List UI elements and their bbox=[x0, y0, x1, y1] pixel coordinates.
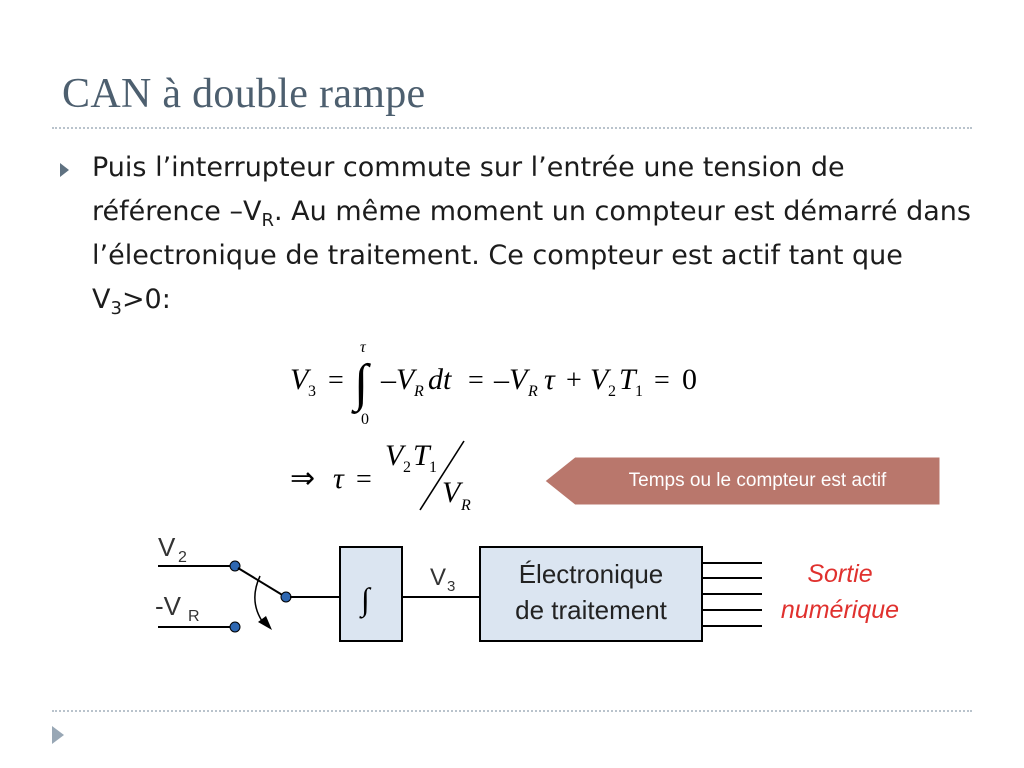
eq2-den-v: V bbox=[442, 476, 464, 509]
processing-line1: Électronique bbox=[519, 559, 664, 589]
eq1-term1: –V bbox=[380, 363, 418, 396]
eq2-num-t: T bbox=[413, 439, 432, 472]
eq2-num-t-sub: 1 bbox=[429, 459, 437, 476]
output-label-line2: numérique bbox=[781, 596, 899, 624]
output-label-line1: Sortie bbox=[807, 560, 872, 588]
bullet-triangle-icon bbox=[60, 163, 69, 177]
integrator-block bbox=[339, 546, 403, 642]
v3-label: V bbox=[430, 564, 446, 591]
equation2-group: ⇒ τ = V 2 T 1 V R bbox=[290, 439, 471, 514]
processing-line2: de traitement bbox=[515, 595, 668, 625]
eq1-equals-1: = bbox=[328, 365, 344, 396]
eq2-num-v-sub: 2 bbox=[403, 459, 411, 476]
input-vr-label: -V bbox=[155, 591, 182, 621]
eq1-lhs-sub: 3 bbox=[308, 383, 316, 400]
bullet-paragraph: Puis l’interrupteur commute sur l’entrée… bbox=[92, 146, 972, 322]
eq1-lower-limit: 0 bbox=[361, 411, 369, 428]
integrator-symbol: ∫ bbox=[359, 581, 372, 619]
input-v2-sub: 2 bbox=[178, 549, 187, 566]
eq1-rhs: 0 bbox=[682, 363, 697, 396]
processing-block bbox=[479, 546, 703, 642]
footer-divider bbox=[52, 710, 972, 712]
eq1-term2: –V bbox=[493, 363, 531, 396]
title-divider bbox=[52, 127, 972, 129]
eq1-integral-sign: ∫ bbox=[351, 355, 371, 414]
switch-arrowhead-icon bbox=[258, 616, 272, 630]
v3-sub: 3 bbox=[447, 578, 455, 595]
para-part3: >0: bbox=[121, 284, 171, 315]
eq1-term1-d: dt bbox=[428, 363, 452, 396]
eq1-equals-3: = bbox=[654, 365, 670, 396]
eq2-equals: = bbox=[356, 464, 372, 495]
input-v2-label: V bbox=[158, 532, 176, 562]
para-sub2: 3 bbox=[110, 298, 122, 319]
switch-blade bbox=[237, 567, 285, 597]
eq1-upper-limit: τ bbox=[360, 339, 367, 356]
input-v2-node bbox=[229, 560, 241, 572]
eq1-term1-sub: R bbox=[413, 383, 424, 400]
eq1-term3-t: T bbox=[619, 363, 638, 396]
eq1-term3-v-sub: 2 bbox=[608, 383, 616, 400]
adc-circuit-diagram: V 2 -V R ∫ V 3 Électronique de traitemen… bbox=[155, 532, 899, 642]
eq1-term2-sub: R bbox=[527, 383, 538, 400]
input-vr-node bbox=[229, 621, 241, 633]
eq1-term3-t-sub: 1 bbox=[635, 383, 643, 400]
eq2-num-v: V bbox=[385, 439, 407, 472]
eq2-implies: ⇒ bbox=[290, 462, 315, 495]
para-sub1: R bbox=[261, 210, 274, 231]
eq1-lhs-var: V bbox=[290, 363, 312, 396]
input-vr-sub: R bbox=[188, 608, 200, 625]
para-part2: . Au même moment un compteur est démarré… bbox=[92, 196, 971, 315]
eq1-term3-v: V bbox=[590, 363, 612, 396]
para-part1: Puis l’interrupteur commute sur l’entrée… bbox=[92, 152, 845, 227]
eq1-plus: + bbox=[566, 365, 582, 396]
eq1-term2-tau: τ bbox=[544, 363, 556, 396]
eq2-tau: τ bbox=[333, 462, 345, 495]
slide-title: CAN à double rampe bbox=[62, 71, 426, 117]
corner-triangle-icon bbox=[52, 726, 64, 744]
eq1-equals-2: = bbox=[468, 365, 484, 396]
callout-label: Temps ou le compteur est actif bbox=[628, 470, 887, 491]
eq2-fraction-slash bbox=[419, 440, 465, 511]
switch-pivot-node bbox=[280, 591, 292, 603]
eq2-den-v-sub: R bbox=[460, 497, 471, 514]
